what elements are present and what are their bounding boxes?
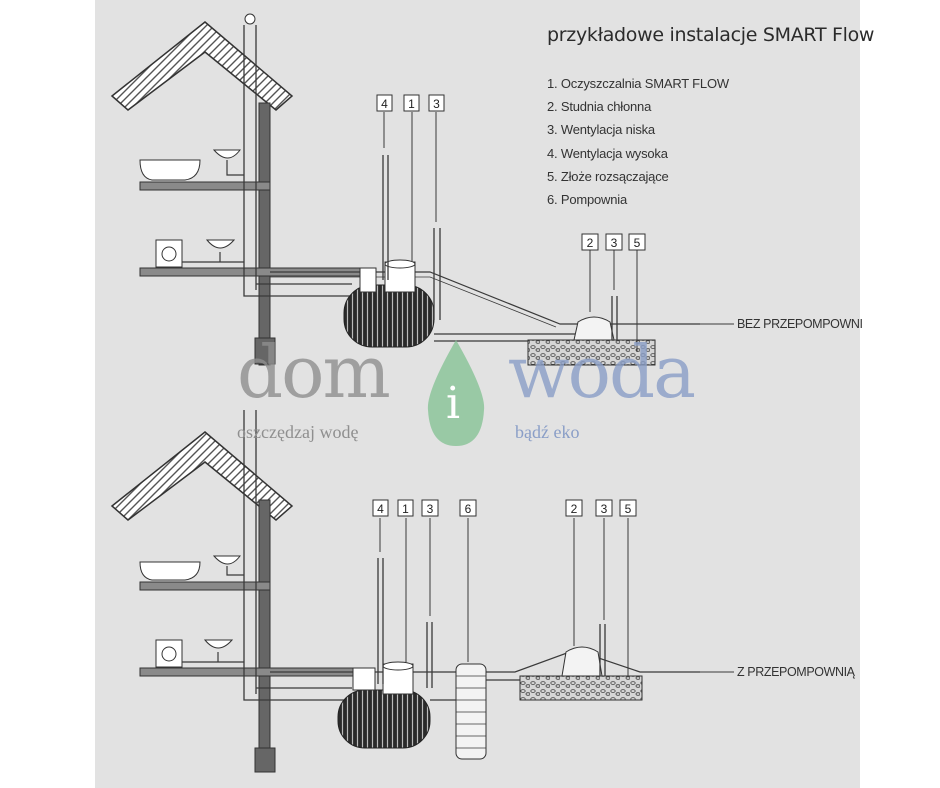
callout-top-5: 5 <box>628 233 646 251</box>
callout-bottom-4-text: 4 <box>377 502 384 516</box>
callout-top-5-text: 5 <box>634 236 641 250</box>
bottom-house-roof <box>110 431 294 521</box>
callout-top-2-text: 2 <box>587 236 594 250</box>
page-title: przykładowe instalacje SMART Flow <box>547 24 875 46</box>
callout-top-2: 2 <box>581 233 599 251</box>
callout-bottom-2-text: 2 <box>571 502 578 516</box>
callout-top-4: 4 <box>376 94 393 112</box>
watermark-left-slogan: oszczędzaj wodę <box>237 422 359 442</box>
callout-bottom-6-text: 6 <box>465 502 472 516</box>
callout-top-1-text: 1 <box>408 97 415 111</box>
callout-bottom-5-text: 5 <box>625 502 632 516</box>
bottom-sink-lower <box>203 639 234 649</box>
callout-bottom-3: 3 <box>421 499 439 517</box>
top-installation <box>110 13 734 366</box>
legend-item: 3. Wentylacja niska <box>547 122 655 138</box>
bottom-treatment-tank <box>337 689 431 749</box>
bottom-gravel-bed <box>519 675 643 701</box>
top-ground-line <box>270 271 700 325</box>
bottom-bathtub <box>139 561 201 581</box>
variant-label-bottom: Z PRZEPOMPOWNIĄ <box>737 665 855 679</box>
watermark-right-slogan: bądź eko <box>515 422 580 442</box>
bottom-soakaway-well <box>561 646 603 677</box>
callout-top-1: 1 <box>403 94 420 112</box>
bottom-upper-floor <box>139 581 271 591</box>
legend-item: 6. Pompownia <box>547 192 627 208</box>
legend-item: 1. Oczyszczalnia SMART FLOW <box>547 76 729 91</box>
legend-item: 5. Złoże rozsączające <box>547 168 669 184</box>
watermark-right-word: woda <box>508 330 696 414</box>
callout-top-3b: 3 <box>605 233 623 251</box>
top-sink-lower <box>205 239 236 249</box>
top-house-roof <box>110 21 294 111</box>
legend-item: 4. Wentylacja wysoka <box>547 145 668 161</box>
callout-bottom-3-text: 3 <box>427 502 434 516</box>
top-upper-floor <box>139 181 271 191</box>
callout-top-3b-text: 3 <box>611 236 618 250</box>
watermark-left-word: dom <box>237 330 391 414</box>
top-vent-cap <box>244 13 256 25</box>
callout-top-4-text: 4 <box>381 97 388 111</box>
callout-bottom-3b: 3 <box>595 499 613 517</box>
watermark-drop-icon <box>427 340 485 446</box>
watermark-center-letter: i <box>446 378 461 429</box>
bottom-pump-station <box>455 663 487 760</box>
bottom-callouts: 4 1 3 6 2 3 5 <box>372 499 637 517</box>
bottom-sink-upper <box>212 555 242 565</box>
bottom-installation <box>110 410 734 773</box>
callout-bottom-2: 2 <box>565 499 583 517</box>
callout-top-3-text: 3 <box>433 97 440 111</box>
top-sink-upper <box>212 149 242 159</box>
top-bathtub <box>139 159 201 181</box>
callout-bottom-6: 6 <box>459 499 477 517</box>
top-callouts: 4 1 3 2 3 5 <box>376 94 646 251</box>
callout-top-3: 3 <box>428 94 445 112</box>
callout-bottom-4: 4 <box>372 499 389 517</box>
bottom-house-wall <box>258 499 271 769</box>
legend-list: 1. Oczyszczalnia SMART FLOW 2. Studnia c… <box>547 72 729 211</box>
callout-bottom-5: 5 <box>619 499 637 517</box>
top-washing-machine <box>155 239 183 268</box>
variant-label-top: BEZ PRZEPOMPOWNI <box>737 317 863 331</box>
callout-bottom-1: 1 <box>397 499 414 517</box>
bottom-washing-machine <box>155 639 183 668</box>
top-house-wall <box>258 102 271 366</box>
top-soakaway-well <box>573 316 615 341</box>
top-gravel-bed <box>527 339 656 366</box>
legend-item: 2. Studnia chłonna <box>547 99 652 115</box>
callout-bottom-1-text: 1 <box>402 502 409 516</box>
callout-bottom-3b-text: 3 <box>601 502 608 516</box>
